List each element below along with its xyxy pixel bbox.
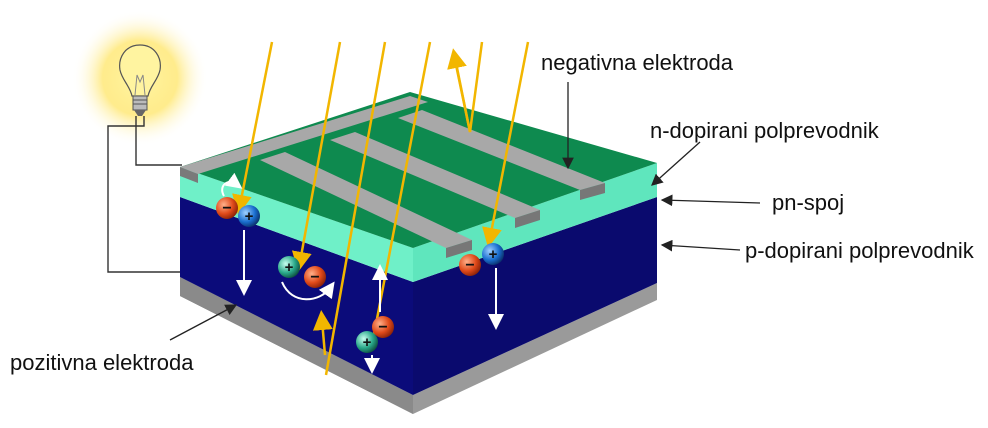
electron: −	[372, 316, 394, 338]
electron: −	[216, 197, 238, 219]
solar-cell-block	[180, 92, 657, 414]
electron: −	[304, 266, 326, 288]
carrier-motion-arrows	[221, 172, 504, 374]
light-rays	[232, 41, 530, 376]
label-p-doped: p-dopirani polprevodnik	[745, 238, 975, 263]
label-pointer-arrows	[169, 82, 761, 341]
label-negative-electrode: negativna elektroda	[541, 50, 734, 75]
svg-text:+: +	[489, 246, 498, 263]
circuit-wires	[107, 116, 182, 273]
svg-text:+: +	[363, 334, 372, 351]
hole: +	[356, 331, 378, 353]
svg-text:+: +	[245, 208, 254, 225]
hole: +	[278, 256, 300, 278]
negative-electrode-grid	[180, 96, 605, 258]
svg-text:−: −	[378, 319, 387, 336]
svg-text:−: −	[222, 200, 231, 217]
svg-text:−: −	[465, 257, 474, 274]
hole: +	[482, 243, 504, 265]
hole: +	[238, 205, 260, 227]
label-n-doped: n-dopirani polprevodnik	[650, 118, 880, 143]
svg-text:+: +	[285, 259, 294, 276]
light-bulb-icon	[72, 10, 208, 146]
charge-carriers: − + + − − + − +	[216, 197, 504, 353]
label-pn-junction: pn-spoj	[772, 190, 844, 215]
p-doped-layer	[180, 197, 413, 395]
electron: −	[459, 254, 481, 276]
label-positive-electrode: pozitivna elektroda	[10, 350, 194, 375]
svg-text:−: −	[310, 269, 319, 286]
